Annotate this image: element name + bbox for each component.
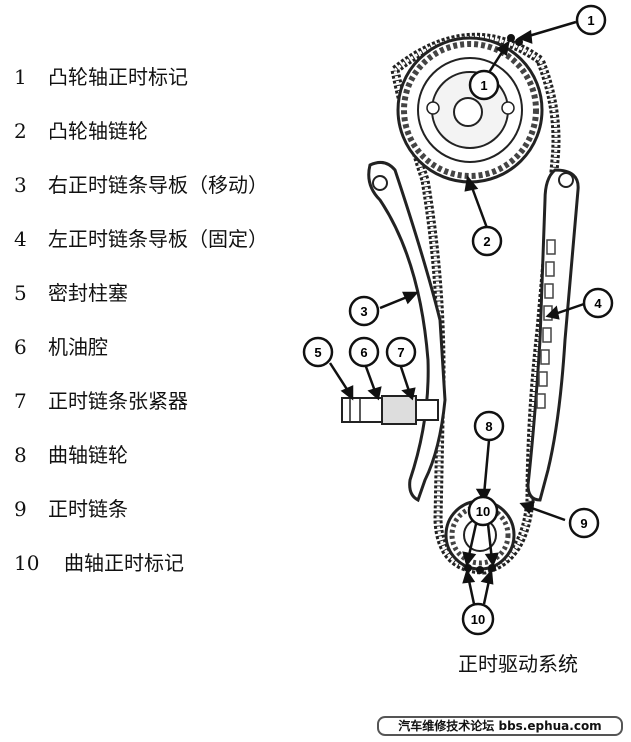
callout-label: 10: [476, 504, 490, 519]
legend-text: 凸轮轴正时标记: [48, 65, 188, 89]
legend-num: 5: [14, 281, 27, 305]
callout-label: 1: [587, 13, 594, 28]
legend-item-3: 3 右正时链条导板（移动）: [14, 170, 268, 200]
legend-num: 6: [14, 335, 27, 359]
legend-num: 8: [14, 443, 27, 467]
diagram-caption: 正时驱动系统: [458, 652, 578, 676]
callout-10a: 10: [467, 495, 499, 527]
callout-label: 9: [580, 516, 587, 531]
timing-chain: [390, 32, 561, 575]
legend-num: 10: [14, 551, 40, 575]
callout-label: 8: [485, 419, 492, 434]
callout-1a: 1: [575, 4, 607, 36]
camshaft-timing-mark: [507, 34, 523, 46]
callout-label: 10: [471, 612, 485, 627]
callout-3: 3: [348, 295, 380, 327]
legend-text: 曲轴链轮: [48, 443, 128, 467]
callout-6: 6: [348, 336, 380, 368]
callout-7: 7: [385, 336, 417, 368]
callout-10b: 10: [461, 602, 495, 636]
callout-label: 5: [314, 345, 321, 360]
legend-text: 曲轴正时标记: [64, 551, 184, 575]
legend-text: 凸轮轴链轮: [48, 119, 148, 143]
callout-9: 9: [568, 507, 600, 539]
callout-label: 6: [360, 345, 367, 360]
camshaft-sprocket: [396, 36, 544, 184]
legend-text: 机油腔: [48, 335, 108, 359]
legend-num: 3: [14, 173, 27, 197]
legend-num: 7: [14, 389, 27, 413]
legend-text: 正时链条: [48, 497, 128, 521]
legend-item-10: 10 曲轴正时标记: [14, 548, 184, 578]
legend-num: 2: [14, 119, 27, 143]
legend-item-6: 6 机油腔: [14, 332, 108, 362]
callout-label: 3: [360, 304, 367, 319]
legend-num: 4: [14, 227, 27, 251]
legend-item-7: 7 正时链条张紧器: [14, 386, 188, 416]
callout-2: 2: [471, 225, 503, 257]
legend-item-2: 2 凸轮轴链轮: [14, 116, 148, 146]
callout-label: 1: [480, 78, 487, 93]
callout-label: 7: [397, 345, 404, 360]
legend-text: 正时链条张紧器: [48, 389, 188, 413]
legend-text: 密封柱塞: [48, 281, 128, 305]
callout-label: 4: [594, 296, 602, 311]
legend-item-8: 8 曲轴链轮: [14, 440, 128, 470]
chain-tensioner: [341, 395, 439, 425]
legend-item-1: 1 凸轮轴正时标记: [14, 62, 188, 92]
callout-4: 4: [582, 287, 614, 319]
legend-text: 右正时链条导板（移动）: [48, 173, 268, 197]
legend-item-9: 9 正时链条: [14, 494, 128, 524]
legend-text: 左正时链条导板（固定）: [48, 227, 268, 251]
callout-label: 2: [483, 234, 490, 249]
legend-num: 1: [14, 65, 27, 89]
callout-1b: 1: [468, 69, 500, 101]
legend-item-5: 5 密封柱塞: [14, 278, 128, 308]
forum-watermark: 汽车维修技术论坛 bbs.ephua.com: [377, 716, 623, 736]
crankshaft-timing-mark: [464, 564, 496, 574]
legend-num: 9: [14, 497, 27, 521]
callout-8: 8: [473, 410, 505, 442]
left-chain-guide: [526, 168, 580, 502]
callout-5: 5: [302, 336, 334, 368]
legend-item-4: 4 左正时链条导板（固定）: [14, 224, 268, 254]
